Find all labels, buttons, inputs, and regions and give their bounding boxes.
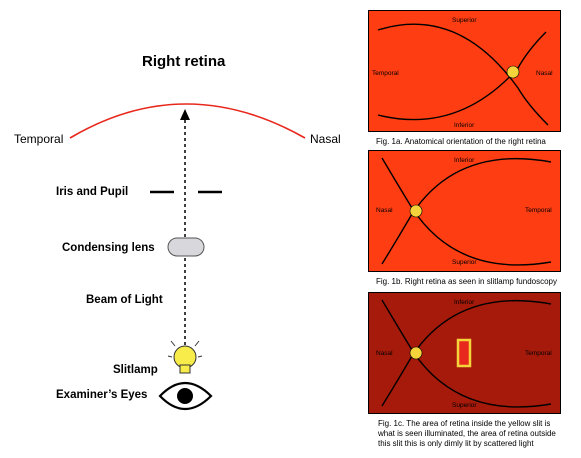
label-examiners-eyes: Examiner’s Eyes xyxy=(56,389,148,401)
retina-arc xyxy=(69,103,306,139)
fig1b-nasal: Nasal xyxy=(376,207,393,214)
fig1c-caption: Fig. 1c. The area of retina inside the y… xyxy=(378,419,556,449)
fig1c-superior: Superior xyxy=(452,402,477,409)
fig1c-optic-disc xyxy=(409,346,423,360)
fig1b-caption: Fig. 1b. Right retina as seen in slitlam… xyxy=(376,277,557,286)
fig1a-panel: Superior Inferior Temporal Nasal xyxy=(368,10,561,132)
fig1c-nasal: Nasal xyxy=(376,350,393,357)
fig1b-diagram xyxy=(368,150,561,272)
left-schematic xyxy=(69,103,306,410)
title-right-retina: Right retina xyxy=(142,53,226,70)
beam-arrowhead xyxy=(180,109,190,120)
fig1b-panel: Inferior Superior Nasal Temporal xyxy=(368,150,561,272)
fig1c-caption-line3: this slit this is only dimly lit by scat… xyxy=(378,439,534,448)
label-nasal: Nasal xyxy=(310,132,341,146)
label-beam-of-light: Beam of Light xyxy=(86,294,163,306)
fig1a-inferior: Inferior xyxy=(454,122,475,129)
fig1c-inferior: Inferior xyxy=(454,299,475,306)
eye-icon xyxy=(158,382,213,410)
fig1a-caption: Fig. 1a. Anatomical orientation of the r… xyxy=(376,137,546,146)
fig1c-caption-line2: what is seen illuminated, the area of re… xyxy=(378,429,556,438)
label-slitlamp: Slitlamp xyxy=(113,364,158,376)
fig1c-diagram xyxy=(368,292,561,414)
label-iris-pupil: Iris and Pupil xyxy=(56,186,129,198)
fig1a-nasal: Nasal xyxy=(536,70,553,77)
fig1b-optic-disc xyxy=(409,204,423,218)
label-condensing-lens: Condensing lens xyxy=(62,242,155,254)
fig1c-temporal: Temporal xyxy=(525,350,552,357)
fig1b-temporal: Temporal xyxy=(525,207,552,214)
fig1c-caption-line1: Fig. 1c. The area of retina inside the y… xyxy=(378,419,551,428)
fig1a-optic-disc xyxy=(506,65,520,79)
fig1c-panel: Inferior Superior Nasal Temporal xyxy=(368,292,561,414)
fig1c-slit xyxy=(456,338,472,368)
fig1b-inferior: Inferior xyxy=(454,157,475,164)
fig1b-superior: Superior xyxy=(452,259,477,266)
slitlamp-bulb-icon xyxy=(167,340,203,374)
condensing-lens xyxy=(167,237,205,257)
label-temporal: Temporal xyxy=(14,132,64,146)
fig1a-superior: Superior xyxy=(452,17,477,24)
fig1a-temporal: Temporal xyxy=(372,70,399,77)
fig1a-diagram xyxy=(368,10,561,132)
